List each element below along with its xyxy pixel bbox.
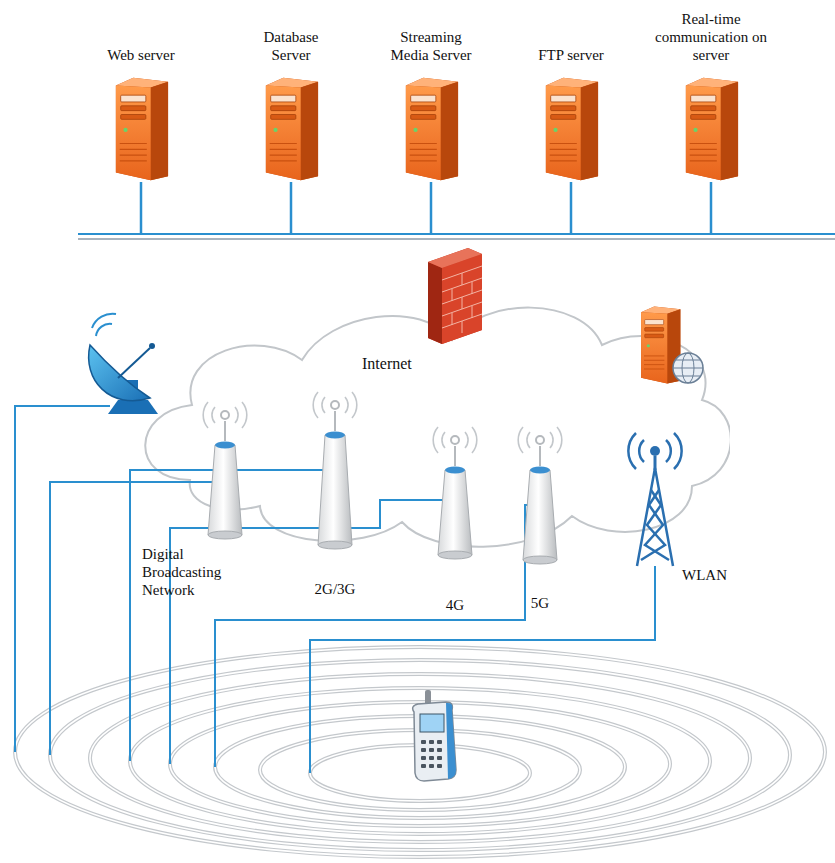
network-label: 4G <box>425 596 485 614</box>
server-label: FTP server <box>516 46 626 64</box>
node-text: WLAN <box>682 566 752 584</box>
node-text: FTP server <box>516 46 626 64</box>
network-bus <box>78 234 835 239</box>
satellite-dish <box>89 314 158 414</box>
server-label: Database Server <box>250 28 332 64</box>
server-icons <box>116 78 738 180</box>
web-globe-server <box>641 306 703 383</box>
server-label: Streaming Media Server <box>390 28 472 64</box>
network-label: 2G/3G <box>295 580 375 598</box>
node-text: 2G/3G <box>295 580 375 598</box>
node-text: Web server <box>86 46 196 64</box>
base-station-towers <box>203 392 562 564</box>
network-label: Digital Broadcasting Network <box>142 545 234 599</box>
mobile-phone <box>413 690 456 781</box>
server-label: Real-time communication on server <box>649 10 774 64</box>
server-label: Web server <box>86 46 196 64</box>
node-text: Digital Broadcasting Network <box>142 545 234 599</box>
firewall-icon <box>428 248 482 344</box>
node-text: Streaming Media Server <box>390 28 472 64</box>
wlan-tower <box>628 433 681 566</box>
node-text: Real-time communication on server <box>649 10 774 64</box>
network-label: 5G <box>510 594 570 612</box>
node-text: Database Server <box>250 28 332 64</box>
network-label: WLAN <box>682 566 752 584</box>
node-text: 5G <box>510 594 570 612</box>
link-wires <box>15 406 655 773</box>
node-text: Internet <box>362 354 412 373</box>
node-text: 4G <box>425 596 485 614</box>
server-drops <box>141 182 711 234</box>
coverage-rings <box>15 647 825 857</box>
